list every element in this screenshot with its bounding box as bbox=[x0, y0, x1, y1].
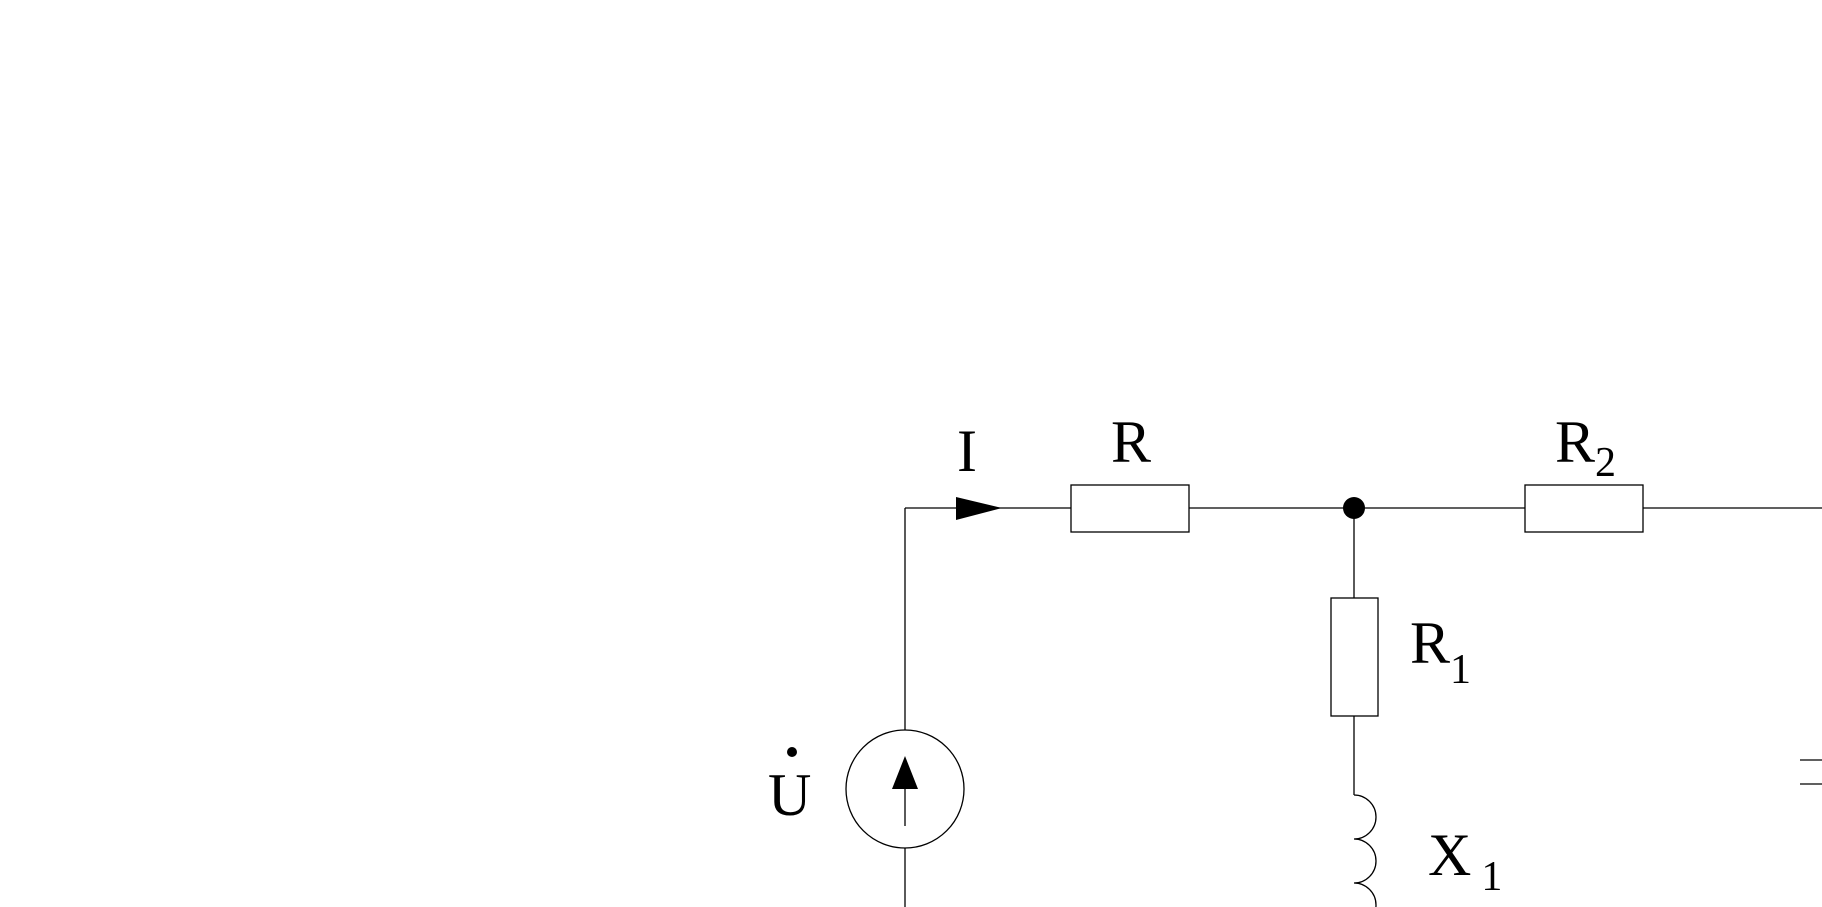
source-voltage-label: U bbox=[768, 747, 811, 828]
voltage-source-arrow-icon bbox=[892, 756, 918, 789]
source-voltage-label-text: U bbox=[768, 762, 811, 828]
resistor-r1-label: R1 bbox=[1410, 610, 1471, 693]
voltage-source bbox=[845, 729, 965, 849]
current-arrow-icon bbox=[956, 497, 1002, 520]
source-voltage-dot-icon bbox=[787, 747, 797, 757]
resistor-r2-label: R2 bbox=[1555, 409, 1616, 486]
resistor-r-label: R bbox=[1111, 409, 1151, 475]
junction-node bbox=[1343, 497, 1365, 519]
right-edge-element-fragment bbox=[1800, 759, 1822, 785]
inductor-x1-icon bbox=[1353, 794, 1377, 907]
resistor-r2 bbox=[1524, 484, 1644, 533]
wires bbox=[904, 507, 1822, 907]
resistor-r1 bbox=[1330, 597, 1379, 717]
current-label: I bbox=[957, 418, 977, 484]
resistor-r bbox=[1070, 484, 1190, 533]
